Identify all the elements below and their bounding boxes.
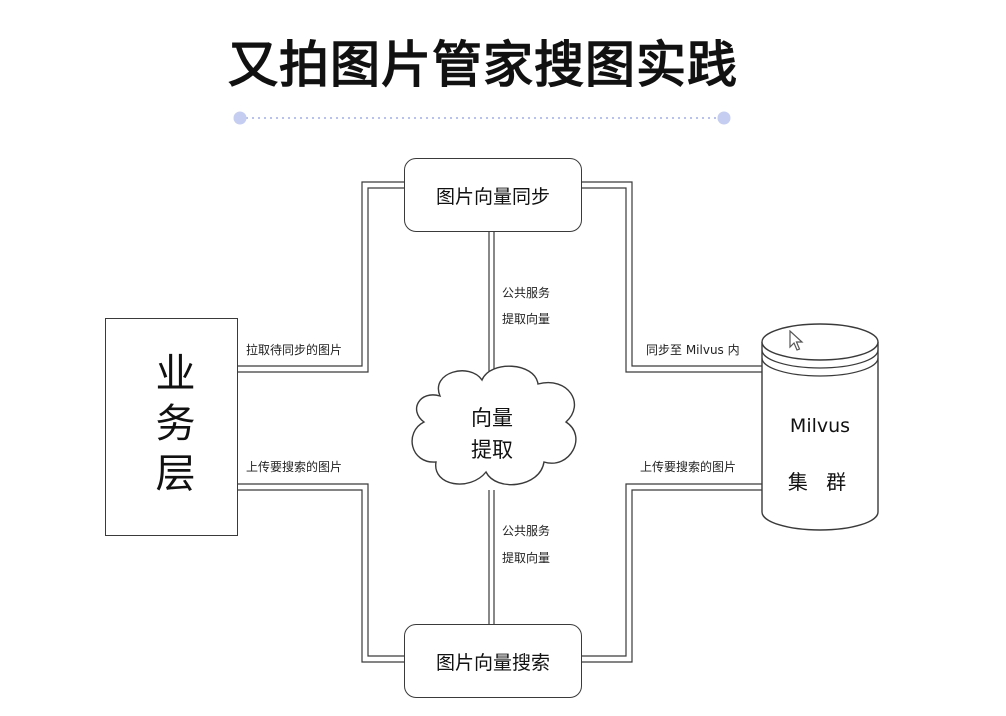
vector-search-node: 图片向量搜索 <box>404 624 582 698</box>
edge-label-upload-search-right: 上传要搜索的图片 <box>640 460 737 474</box>
edge-pull-images <box>238 181 404 373</box>
edge-label-upload-search-left: 上传要搜索的图片 <box>246 460 343 474</box>
mouse-cursor-icon <box>789 330 804 351</box>
edge-extract-bottom <box>488 490 495 624</box>
vector-extract-label: 向量 提取 <box>452 402 532 466</box>
business-layer-node: 业务层 <box>105 318 238 536</box>
business-layer-label: 业务层 <box>148 352 195 502</box>
vector-sync-node: 图片向量同步 <box>404 158 582 232</box>
slide-title: 又拍图片管家搜图实践 <box>228 36 738 94</box>
vector-extract-line1: 向量 <box>471 406 513 430</box>
edge-upload-search-right <box>582 483 762 663</box>
edge-label-sync-to-milvus: 同步至 Milvus 内 <box>646 343 740 357</box>
edge-label-public-service-top-1: 公共服务 <box>502 286 551 300</box>
vector-search-label: 图片向量搜索 <box>435 651 550 674</box>
edge-label-public-service-bottom-1: 公共服务 <box>502 524 551 538</box>
edge-upload-search-left <box>238 483 404 663</box>
vector-extract-cloud <box>411 365 577 486</box>
milvus-name-label: Milvus <box>789 415 851 437</box>
title-divider <box>233 111 731 125</box>
edge-sync-to-milvus <box>582 181 762 373</box>
vector-extract-line2: 提取 <box>471 438 513 462</box>
edge-label-public-service-top-2: 提取向量 <box>502 312 551 326</box>
edge-extract-top <box>488 230 495 376</box>
edge-label-public-service-bottom-2: 提取向量 <box>502 551 551 565</box>
edge-label-pull-images: 拉取待同步的图片 <box>246 343 343 357</box>
milvus-cluster-label: 集 群 <box>787 470 853 494</box>
vector-sync-label: 图片向量同步 <box>435 185 550 208</box>
